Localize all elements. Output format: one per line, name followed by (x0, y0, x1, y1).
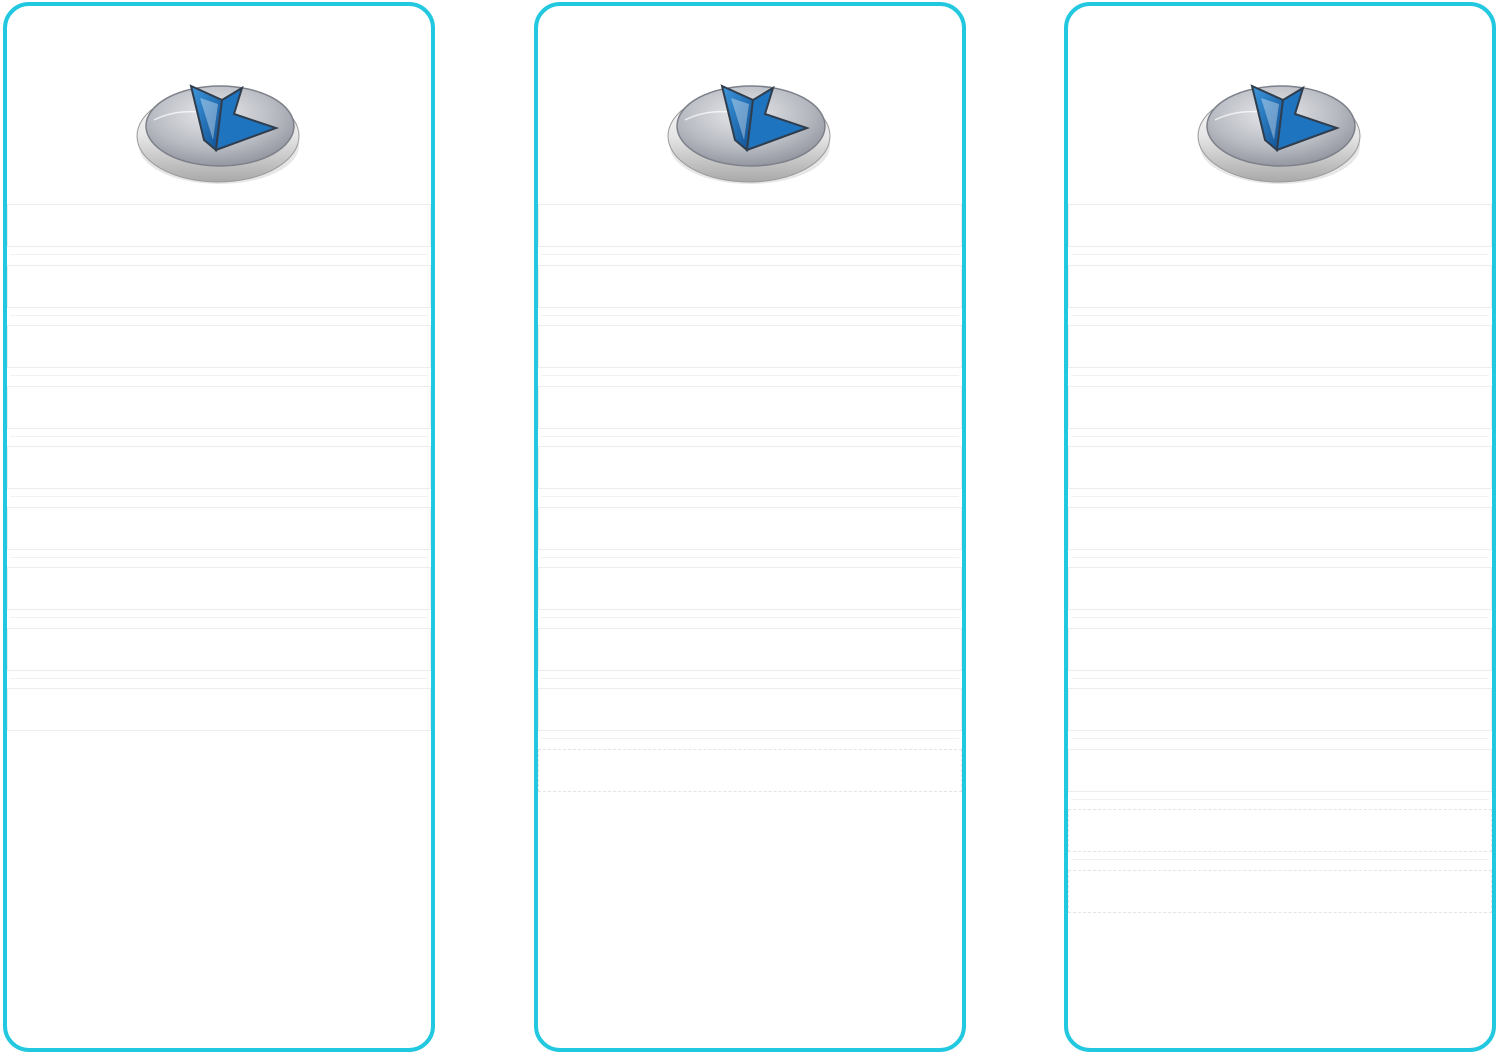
card-panel-3 (1064, 2, 1496, 1052)
list-item[interactable] (1068, 204, 1492, 255)
list-item[interactable] (1068, 446, 1492, 497)
list-item[interactable] (7, 204, 431, 255)
list-item[interactable] (1068, 688, 1492, 739)
list-item[interactable] (7, 688, 431, 731)
card-panel-1 (3, 2, 435, 1052)
list-item[interactable] (7, 264, 431, 316)
list-item-placeholder[interactable] (538, 748, 962, 792)
list-item[interactable] (538, 567, 962, 618)
list-item[interactable] (538, 627, 962, 679)
list-item[interactable] (1068, 627, 1492, 679)
list-item-placeholder[interactable] (1068, 809, 1492, 860)
list-item[interactable] (1068, 325, 1492, 376)
list-item[interactable] (538, 688, 962, 739)
list-item[interactable] (538, 385, 962, 437)
list-item[interactable] (7, 446, 431, 497)
row-list (1068, 204, 1492, 930)
list-item[interactable] (7, 325, 431, 376)
list-item[interactable] (1068, 506, 1492, 558)
blue-triangle-badge-icon (665, 70, 835, 188)
list-item[interactable] (1068, 385, 1492, 437)
row-list (538, 204, 962, 809)
list-item[interactable] (7, 506, 431, 558)
list-item-placeholder[interactable] (1068, 869, 1492, 913)
list-item[interactable] (1068, 567, 1492, 618)
list-item[interactable] (538, 506, 962, 558)
list-item[interactable] (1068, 748, 1492, 800)
blue-triangle-badge-icon (1195, 70, 1365, 188)
list-item[interactable] (7, 385, 431, 437)
list-item[interactable] (538, 446, 962, 497)
row-list (7, 204, 431, 749)
list-item[interactable] (538, 264, 962, 316)
list-item[interactable] (7, 627, 431, 679)
card-panel-2 (534, 2, 966, 1052)
list-item[interactable] (1068, 264, 1492, 316)
list-item[interactable] (7, 567, 431, 618)
list-item[interactable] (538, 204, 962, 255)
blue-triangle-badge-icon (134, 70, 304, 188)
list-item[interactable] (538, 325, 962, 376)
